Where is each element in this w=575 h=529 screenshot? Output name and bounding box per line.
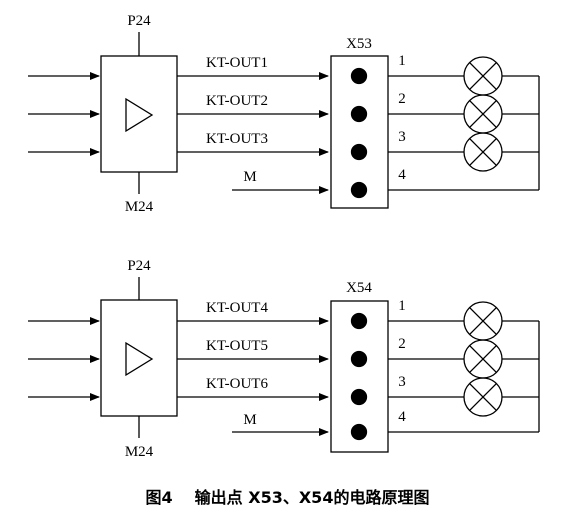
connector-block (330, 300, 389, 453)
supply-label: P24 (127, 258, 151, 274)
lamp-icon (463, 301, 503, 341)
lamp-icon (463, 56, 503, 96)
connector-label: X53 (346, 36, 372, 52)
figure-caption: 图4 输出点 X53、X54的电路原理图 (0, 484, 575, 508)
connector-pin-3 (350, 388, 368, 406)
connector-pin-1 (350, 312, 368, 330)
figure-number: 图4 (145, 488, 173, 507)
amplifier-triangle-icon (125, 341, 154, 377)
connector-pin-4 (350, 423, 368, 441)
signal-label: KT-OUT6 (206, 376, 268, 392)
pin-label: 2 (398, 91, 406, 107)
pin-label: 1 (398, 53, 406, 69)
connector-pin-2 (350, 105, 368, 123)
circuit-x54 (28, 277, 540, 453)
signal-label: M (243, 169, 256, 185)
connector-pin-3 (350, 143, 368, 161)
amplifier-triangle-icon (125, 97, 154, 133)
signal-label: KT-OUT5 (206, 338, 268, 354)
amplifier-block (100, 55, 178, 173)
circuit-x54-labels: P24 M24 X54 KT-OUT4 KT-OUT5 KT-OUT6 M 1 … (125, 258, 406, 460)
connector-pin-4 (350, 181, 368, 199)
ground-label: M24 (125, 199, 154, 215)
connector-block (330, 55, 389, 209)
connector-pin-1 (350, 67, 368, 85)
signal-label: M (243, 412, 256, 428)
pin-label: 4 (398, 409, 406, 425)
connector-label: X54 (346, 280, 372, 296)
connector-pin-2 (350, 350, 368, 368)
signal-label: KT-OUT3 (206, 131, 268, 147)
lamp-icon (463, 377, 503, 417)
figure-title: 输出点 X53、X54的电路原理图 (194, 488, 430, 507)
signal-label: KT-OUT1 (206, 55, 268, 71)
pin-label: 3 (398, 374, 406, 390)
circuit-x53-labels: P24 M24 X53 KT-OUT1 KT-OUT2 KT-OUT3 M 1 … (125, 13, 406, 215)
signal-label: KT-OUT2 (206, 93, 268, 109)
pin-label: 2 (398, 336, 406, 352)
pin-label: 1 (398, 298, 406, 314)
signal-label: KT-OUT4 (206, 300, 268, 316)
pin-label: 3 (398, 129, 406, 145)
supply-label: P24 (127, 13, 151, 29)
lamp-icon (463, 132, 503, 172)
circuit-x53 (28, 32, 540, 209)
ground-label: M24 (125, 444, 154, 460)
lamp-icon (463, 94, 503, 134)
amplifier-block (100, 299, 178, 417)
pin-label: 4 (398, 167, 406, 183)
lamp-icon (463, 339, 503, 379)
